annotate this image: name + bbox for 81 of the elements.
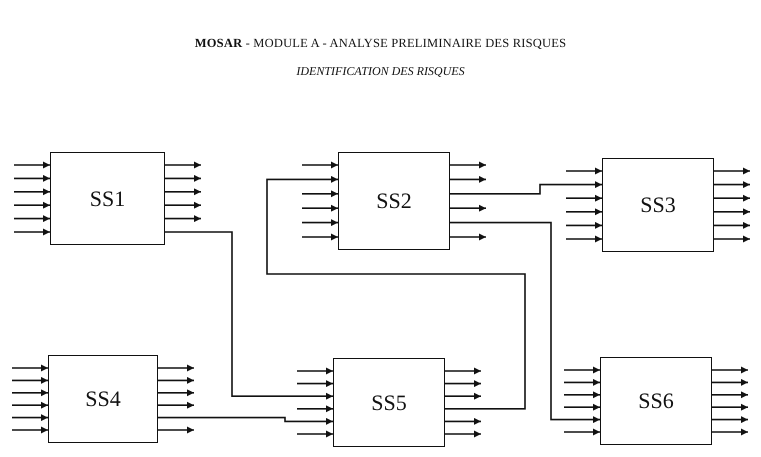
arrow [297, 368, 333, 374]
arrow [297, 380, 333, 388]
subsystem-label: SS2 [376, 188, 412, 214]
arrow [450, 162, 486, 168]
subsystem-box [48, 355, 158, 443]
arrow [566, 208, 602, 216]
arrow [165, 162, 201, 168]
arrow [158, 376, 194, 384]
arrow [564, 366, 600, 374]
subsystem-label: SS1 [90, 186, 126, 212]
subsystem-label: SS5 [371, 390, 407, 416]
arrow [450, 222, 600, 424]
arrow [566, 194, 602, 202]
arrow [14, 228, 50, 236]
arrow [566, 168, 602, 174]
arrow [564, 428, 600, 436]
arrow [302, 219, 338, 226]
arrow [165, 188, 201, 196]
arrow [12, 376, 48, 384]
arrow [165, 231, 333, 400]
arrow [302, 234, 338, 240]
arrow [297, 405, 333, 412]
arrow [450, 181, 602, 195]
arrow [566, 236, 602, 242]
arrow [712, 428, 748, 436]
subsystem-box [338, 152, 450, 250]
arrow [445, 392, 481, 400]
arrow [564, 391, 600, 398]
arrow [12, 414, 48, 422]
subsystem-label: SS6 [638, 388, 674, 414]
arrow [712, 366, 748, 374]
subsystem-box [50, 152, 165, 245]
arrow [14, 188, 50, 196]
arrow [714, 181, 750, 188]
arrow [158, 426, 194, 434]
arrow [302, 162, 338, 168]
arrow [714, 222, 750, 229]
subsystem-label: SS3 [640, 192, 676, 218]
arrow [714, 168, 750, 174]
subtitle: IDENTIFICATION DES RISQUES [296, 64, 465, 79]
arrow [450, 204, 486, 212]
arrow [12, 402, 48, 409]
arrow [714, 236, 750, 242]
arrow [302, 204, 338, 212]
arrow [12, 426, 48, 434]
arrow [712, 391, 748, 398]
arrow [714, 194, 750, 202]
arrow [165, 174, 201, 182]
arrow [14, 215, 50, 222]
arrow [445, 380, 481, 388]
arrow [450, 234, 486, 240]
arrow [12, 389, 48, 396]
subsystem-box [602, 158, 714, 252]
subsystem-box [600, 357, 712, 445]
arrow [12, 364, 48, 372]
subsystem-box [333, 358, 445, 447]
arrow [165, 215, 201, 222]
arrow [158, 402, 194, 409]
arrow [445, 430, 481, 438]
arrow [14, 174, 50, 182]
arrow [566, 222, 602, 229]
arrow [445, 368, 481, 374]
subsystem-label: SS4 [85, 386, 121, 412]
title: MOSAR - MODULE A - ANALYSE PRELIMINAIRE DES RISQUES [194, 36, 566, 50]
arrow [712, 378, 748, 386]
arrow [450, 176, 486, 183]
arrow [564, 404, 600, 411]
arrow [266, 176, 526, 410]
arrow [14, 162, 50, 168]
arrow [712, 404, 748, 411]
arrow [165, 202, 201, 209]
arrow [158, 389, 194, 396]
arrow [712, 416, 748, 424]
arrow [297, 430, 333, 438]
arrow [564, 378, 600, 386]
arrow [302, 190, 338, 198]
arrow [158, 416, 333, 425]
arrow [158, 364, 194, 372]
arrow [14, 202, 50, 209]
arrow [714, 208, 750, 216]
arrow [445, 418, 481, 425]
